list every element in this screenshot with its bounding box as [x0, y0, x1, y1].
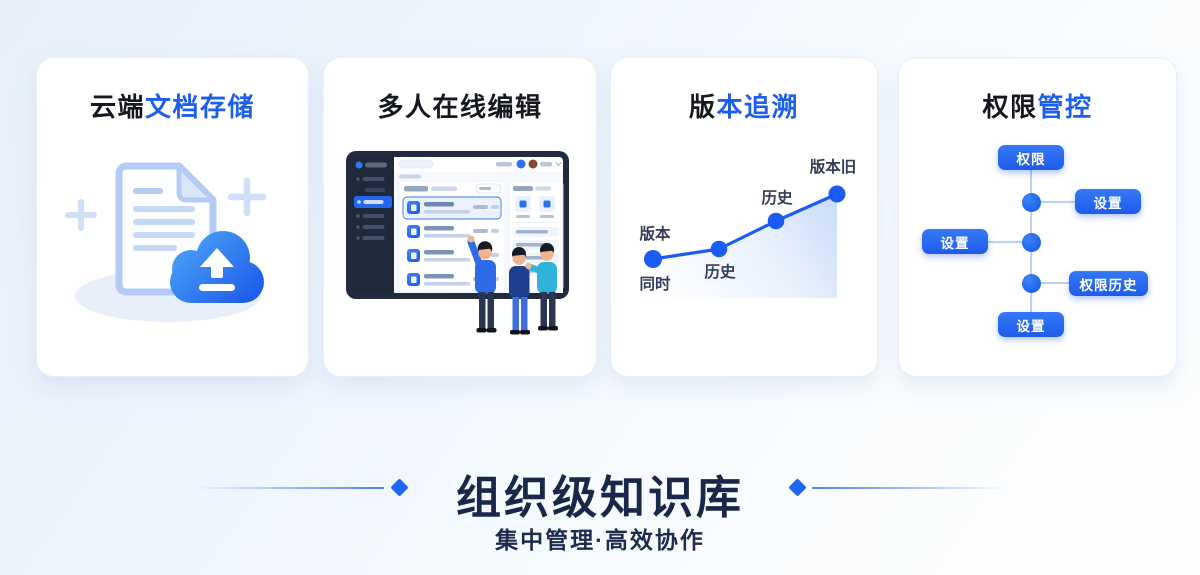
section-subtitle: 集中管理·高效协作: [495, 527, 705, 553]
chart-point-4: [828, 185, 846, 203]
flow-node-1: [1021, 192, 1041, 212]
card-cloud-doc-storage: 云端文档存储: [36, 57, 309, 377]
card-title-dark: 权限: [982, 92, 1038, 122]
card-title-blue: 本追溯: [716, 92, 800, 122]
flow-node-3: [1021, 273, 1041, 293]
card-version-tracing: 版本追溯 版本 同时 历史 历史 版本旧: [610, 57, 878, 377]
avatar: [528, 159, 538, 169]
version-line-chart: [644, 185, 846, 298]
card-title-dark: 云端: [89, 92, 145, 122]
card-title-dark: 版: [688, 92, 717, 122]
chart-point-2: [710, 240, 728, 258]
chart-label-banben: 版本: [639, 226, 671, 243]
decorative-line-left: [196, 487, 384, 489]
chart-area-fill: [653, 194, 837, 298]
flow-box-settings-right: 设置: [1075, 189, 1141, 214]
chart-label-banbenjiu: 版本旧: [809, 159, 857, 176]
chart-line: [651, 192, 839, 261]
flow-node-2: [1021, 232, 1041, 252]
card-title-blue: 文档存储: [145, 92, 256, 122]
people-illustration: [467, 235, 558, 335]
person-blue: [467, 235, 497, 333]
section-title: 组织级知识库: [455, 472, 744, 523]
person-cyan: [525, 243, 558, 331]
collaboration-illustration: [346, 151, 569, 335]
chart-label-lishi-2: 历史: [761, 190, 793, 207]
flow-connector-left: [987, 241, 1022, 243]
flow-connector-right-2: [1040, 282, 1075, 284]
plus-decoration-left: [65, 199, 97, 231]
card-title-blue: 管控: [1037, 92, 1093, 122]
card-multi-user-editing: 多人在线编辑: [323, 57, 597, 377]
notification-icon: [516, 159, 526, 169]
card-title: 多人在线编辑: [324, 87, 596, 124]
search-bar: [398, 159, 434, 169]
flow-box-permission: 权限: [998, 145, 1064, 170]
flow-box-settings-bottom: 设置: [998, 312, 1064, 337]
chart-label-tongshi: 同时: [639, 276, 671, 293]
card-title: 云端文档存储: [37, 87, 308, 124]
flow-box-permission-history: 权限历史: [1069, 271, 1148, 296]
cloud-upload-illustration: [65, 162, 267, 322]
card-title: 版本追溯: [611, 87, 877, 124]
chart-point-1: [644, 250, 662, 268]
card-title-dark: 多人在线编辑: [377, 92, 543, 122]
card-permission-control: 权限管控 权限 设置 设置 权限历史 设置: [898, 57, 1177, 377]
plus-decoration-right: [227, 177, 267, 217]
card-title: 权限管控: [899, 87, 1176, 124]
cloud-upload-icon: [170, 231, 264, 303]
decorative-line-right: [812, 487, 1007, 489]
upload-arrow-icon: [199, 248, 235, 291]
chart-label-lishi-1: 历史: [704, 264, 736, 281]
person-navy: [509, 247, 530, 335]
flow-connector-right-1: [1040, 201, 1075, 203]
chart-point-3: [767, 212, 785, 230]
flow-box-settings-left: 设置: [922, 229, 988, 254]
app-screenshot-illustration: [346, 151, 569, 299]
